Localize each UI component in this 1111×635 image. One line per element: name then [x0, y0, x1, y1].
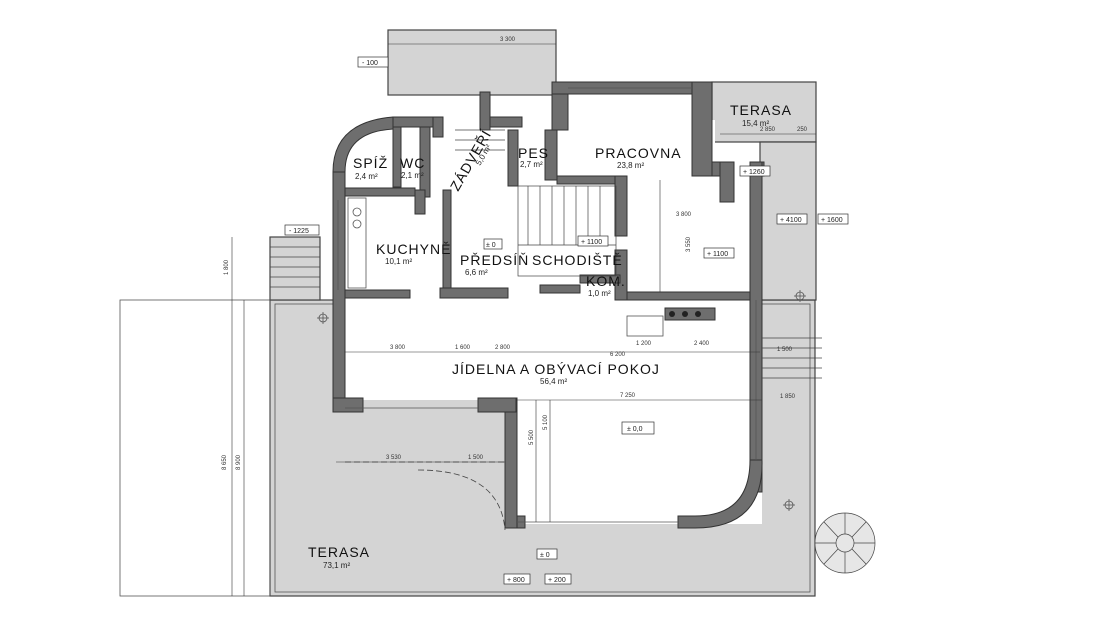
- svg-text:± 0: ± 0: [540, 552, 550, 559]
- room-kom-name: KOM.: [586, 273, 626, 289]
- room-pracovna-name: PRACOVNA: [595, 145, 682, 161]
- room-schodiste-name: SCHODIŠTĚ: [532, 252, 623, 268]
- svg-text:- 1225: - 1225: [289, 228, 309, 235]
- svg-text:+ 1100: + 1100: [707, 251, 728, 258]
- dim-left-2: 8 900: [236, 454, 242, 470]
- dim-right-8: 1 200: [636, 341, 652, 347]
- spiral-stair: [814, 512, 876, 574]
- level-marker-predsin: ± 0: [483, 238, 503, 250]
- floor-interior-upper: [345, 120, 715, 305]
- left-stair-treads: [270, 246, 320, 288]
- svg-text:+ 1100: + 1100: [581, 239, 602, 246]
- room-wc-area: 2,1 m²: [401, 171, 424, 180]
- door-swing: [417, 469, 506, 531]
- dim-left-1: 8 650: [222, 454, 228, 470]
- svg-text:+ 4100: + 4100: [780, 217, 802, 224]
- room-pes-name: PES: [518, 145, 549, 161]
- svg-text:+ 1260: + 1260: [743, 169, 765, 176]
- dim-mid-4: 6 200: [610, 352, 626, 358]
- room-terasa-main-name: TERASA: [308, 544, 370, 560]
- dim-left-3: 1 800: [224, 259, 230, 275]
- dimension-lines: [231, 43, 816, 596]
- dim-right-3: 1 500: [777, 347, 793, 353]
- svg-text:+ 200: + 200: [548, 577, 566, 584]
- svg-text:± 0,0: ± 0,0: [627, 426, 643, 433]
- room-predsin-name: PŘEDSÍŇ: [460, 252, 529, 268]
- room-terasa-top-name: TERASA: [730, 102, 792, 118]
- room-predsin-area: 6,6 m²: [465, 268, 488, 277]
- room-pracovna-area: 23,8 m²: [617, 161, 644, 170]
- room-pes-area: 2,7 m²: [520, 160, 543, 169]
- dim-v-1: 5 500: [529, 429, 535, 445]
- level-marker-bottom-b: + 800: [503, 573, 531, 585]
- fireplace: [626, 315, 664, 337]
- left-stair-area: [269, 236, 321, 301]
- level-marker-terrace-top: + 1260: [739, 165, 771, 177]
- dim-right-1: 2 850: [760, 127, 776, 133]
- window-lines: [337, 87, 757, 523]
- room-terasa-top-area: 15,4 m²: [742, 119, 769, 128]
- dim-mid-7: 1 500: [468, 455, 484, 461]
- room-terasa-main-area: 73,1 m²: [323, 561, 350, 570]
- room-kuchyne-area: 10,1 m²: [385, 257, 412, 266]
- dim-right-7: 2 400: [694, 341, 710, 347]
- svg-text:- 100: - 100: [362, 60, 378, 67]
- dim-mid-5: 7 250: [620, 393, 636, 399]
- level-marker-living: ± 0,0: [621, 421, 655, 435]
- dim-mid-3: 2 800: [495, 345, 511, 351]
- dim-right-2: 250: [797, 127, 808, 133]
- dim-right-4: 3 800: [676, 212, 692, 218]
- interior-stairs: [455, 129, 617, 277]
- dim-v-2: 5 100: [543, 414, 549, 430]
- level-marker-bottom-c: + 200: [544, 573, 572, 585]
- plot-outline: [119, 299, 271, 597]
- level-marker-top: - 100: [357, 56, 389, 68]
- right-stair: [762, 337, 822, 379]
- room-spiz-name: SPÍŽ: [353, 155, 388, 171]
- level-marker-stair: + 1100: [577, 235, 609, 247]
- entry-porch: [387, 29, 557, 96]
- drain-markers: [317, 290, 806, 511]
- level-marker-bottom-a: ± 0: [536, 548, 558, 560]
- dim-mid-2: 1 600: [455, 345, 471, 351]
- level-marker-right-b: + 1600: [817, 213, 849, 225]
- level-marker-right-room: + 1100: [703, 247, 735, 259]
- svg-text:+ 800: + 800: [507, 577, 525, 584]
- room-kom-area: 1,0 m²: [588, 289, 611, 298]
- dim-right-6: 1 850: [780, 394, 796, 400]
- svg-text:+ 1600: + 1600: [821, 217, 843, 224]
- room-jidelna-name: JÍDELNA A OBÝVACÍ POKOJ: [452, 361, 660, 377]
- level-marker-left: - 1225: [284, 224, 320, 236]
- room-jidelna-area: 56,4 m²: [540, 377, 567, 386]
- floor-interior-lower: [510, 398, 762, 524]
- dim-mid-1: 3 800: [390, 345, 406, 351]
- room-wc-name: WC: [400, 155, 425, 171]
- dim-top-1: 3 300: [500, 37, 516, 43]
- room-spiz-area: 2,4 m²: [355, 172, 378, 181]
- dim-mid-6: 3 530: [386, 455, 402, 461]
- terrace-top-area: [711, 81, 817, 143]
- dim-right-5: 3 550: [686, 236, 692, 252]
- level-marker-right-a: + 4100: [776, 213, 808, 225]
- svg-text:± 0: ± 0: [486, 242, 496, 249]
- room-kuchyne-name: KUCHYNĚ: [376, 241, 451, 257]
- kitchen-counter: [347, 197, 367, 289]
